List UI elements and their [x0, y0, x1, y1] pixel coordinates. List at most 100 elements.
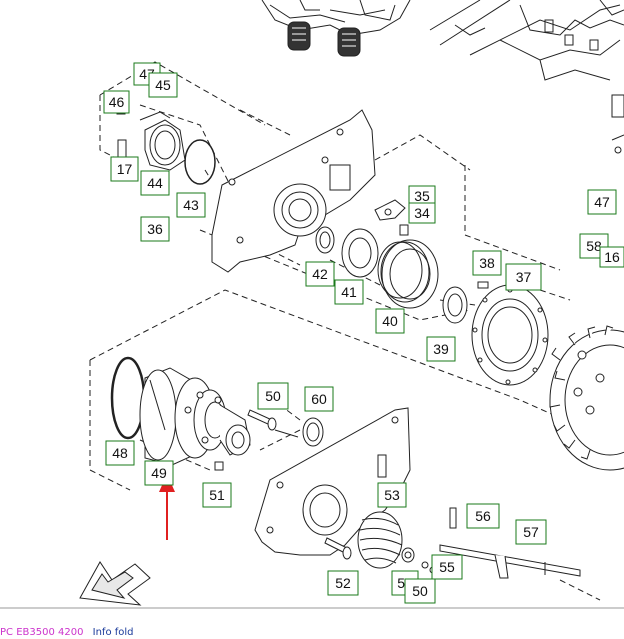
callout-60[interactable]: 60 — [304, 386, 334, 412]
callout-box — [472, 250, 502, 276]
callout-label: 44 — [147, 175, 163, 191]
rod-57 — [439, 507, 581, 579]
callout-50[interactable]: 50 — [257, 382, 289, 410]
callout-box — [110, 156, 139, 182]
callout-17[interactable]: 17 — [110, 156, 139, 182]
callout-box — [140, 170, 170, 196]
callout-38[interactable]: 38 — [472, 250, 502, 276]
bearing-stack-40-42 — [315, 226, 468, 324]
footer-bar: PC EB3500 4200 Info fold — [0, 627, 134, 638]
callout-box — [599, 246, 624, 268]
callout-box — [334, 279, 364, 305]
clamp-35-34 — [374, 199, 409, 236]
callout-box — [505, 263, 542, 291]
callout-label: 56 — [475, 508, 491, 524]
callout-box — [103, 90, 130, 114]
callout-label: 48 — [112, 445, 128, 461]
callout-37[interactable]: 37 — [505, 263, 542, 291]
callout-box — [140, 216, 170, 242]
callout-49[interactable]: 49 — [144, 460, 174, 486]
callout-box — [257, 382, 289, 410]
callout-label: 37 — [516, 269, 532, 285]
callout-box — [176, 192, 206, 218]
callout-box — [202, 482, 232, 508]
callout-50[interactable]: 50 — [404, 578, 436, 604]
washers-54-55 — [401, 547, 437, 574]
callout-label: 51 — [209, 487, 225, 503]
callout-label: 42 — [312, 266, 328, 282]
callout-box — [375, 308, 405, 334]
callout-51[interactable]: 51 — [202, 482, 232, 508]
callout-box — [144, 460, 174, 486]
callout-box — [377, 482, 407, 508]
seal-60 — [274, 417, 324, 447]
callout-55[interactable]: 55 — [431, 554, 463, 580]
callout-box — [515, 519, 547, 545]
sprocket-right — [549, 325, 624, 471]
callout-label: 46 — [109, 94, 125, 110]
callout-box — [304, 386, 334, 412]
model-code-text: PC EB3500 4200 — [0, 627, 84, 638]
callout-16[interactable]: 16 — [599, 246, 624, 268]
callout-label: 45 — [155, 77, 171, 93]
callout-57[interactable]: 57 — [515, 519, 547, 545]
callout-label: 40 — [382, 313, 398, 329]
callout-35[interactable]: 35 — [408, 185, 436, 207]
callout-label: 43 — [183, 197, 199, 213]
callout-34[interactable]: 34 — [408, 202, 436, 224]
callout-label: 41 — [341, 284, 357, 300]
callout-36[interactable]: 36 — [140, 216, 170, 242]
callout-box — [148, 72, 178, 98]
upper-bracket-plate — [211, 109, 376, 273]
callout-53[interactable]: 53 — [377, 482, 407, 508]
callout-label: 17 — [117, 161, 133, 177]
callout-label: 47 — [594, 194, 610, 210]
callout-box — [327, 570, 359, 596]
callout-41[interactable]: 41 — [334, 279, 364, 305]
callout-box — [426, 336, 456, 362]
callout-56[interactable]: 56 — [466, 503, 500, 529]
callout-47[interactable]: 47 — [587, 189, 617, 215]
callout-label: 38 — [479, 255, 495, 271]
frame-top-right — [429, 0, 624, 154]
info-fold-link[interactable]: Info fold — [92, 627, 134, 638]
callout-52[interactable]: 52 — [327, 570, 359, 596]
callout-label: 35 — [414, 188, 430, 204]
bolt-52 — [324, 537, 352, 560]
callout-box — [305, 261, 335, 287]
flange-37 — [471, 281, 549, 386]
callout-39[interactable]: 39 — [426, 336, 456, 362]
callout-label: 53 — [384, 487, 400, 503]
callout-box — [587, 189, 617, 215]
callout-44[interactable]: 44 — [140, 170, 170, 196]
callout-label: 52 — [335, 575, 351, 591]
callout-box — [105, 440, 135, 466]
o-ring-43 — [184, 139, 216, 185]
spring-53 — [357, 511, 403, 569]
callout-label: 36 — [147, 221, 163, 237]
callout-42[interactable]: 42 — [305, 261, 335, 287]
callout-label: 50 — [412, 583, 428, 599]
callout-43[interactable]: 43 — [176, 192, 206, 218]
callout-label: 57 — [523, 524, 539, 540]
callout-label: 55 — [439, 559, 455, 575]
callout-46[interactable]: 46 — [103, 90, 130, 114]
callout-box — [466, 503, 500, 529]
callout-48[interactable]: 48 — [105, 440, 135, 466]
callout-45[interactable]: 45 — [148, 72, 178, 98]
callout-label: 39 — [433, 341, 449, 357]
callout-40[interactable]: 40 — [375, 308, 405, 334]
callout-label: 60 — [311, 391, 327, 407]
callout-label: 34 — [414, 205, 430, 221]
callout-box — [408, 202, 436, 224]
callout-box — [431, 554, 463, 580]
callout-label: 58 — [586, 238, 602, 254]
bolt-50 — [247, 409, 277, 431]
drive-motor-49 — [110, 356, 251, 471]
callout-label: 16 — [604, 249, 620, 265]
machine-top-assembly — [261, 0, 411, 57]
callout-box — [404, 578, 436, 604]
callout-label: 50 — [265, 388, 281, 404]
